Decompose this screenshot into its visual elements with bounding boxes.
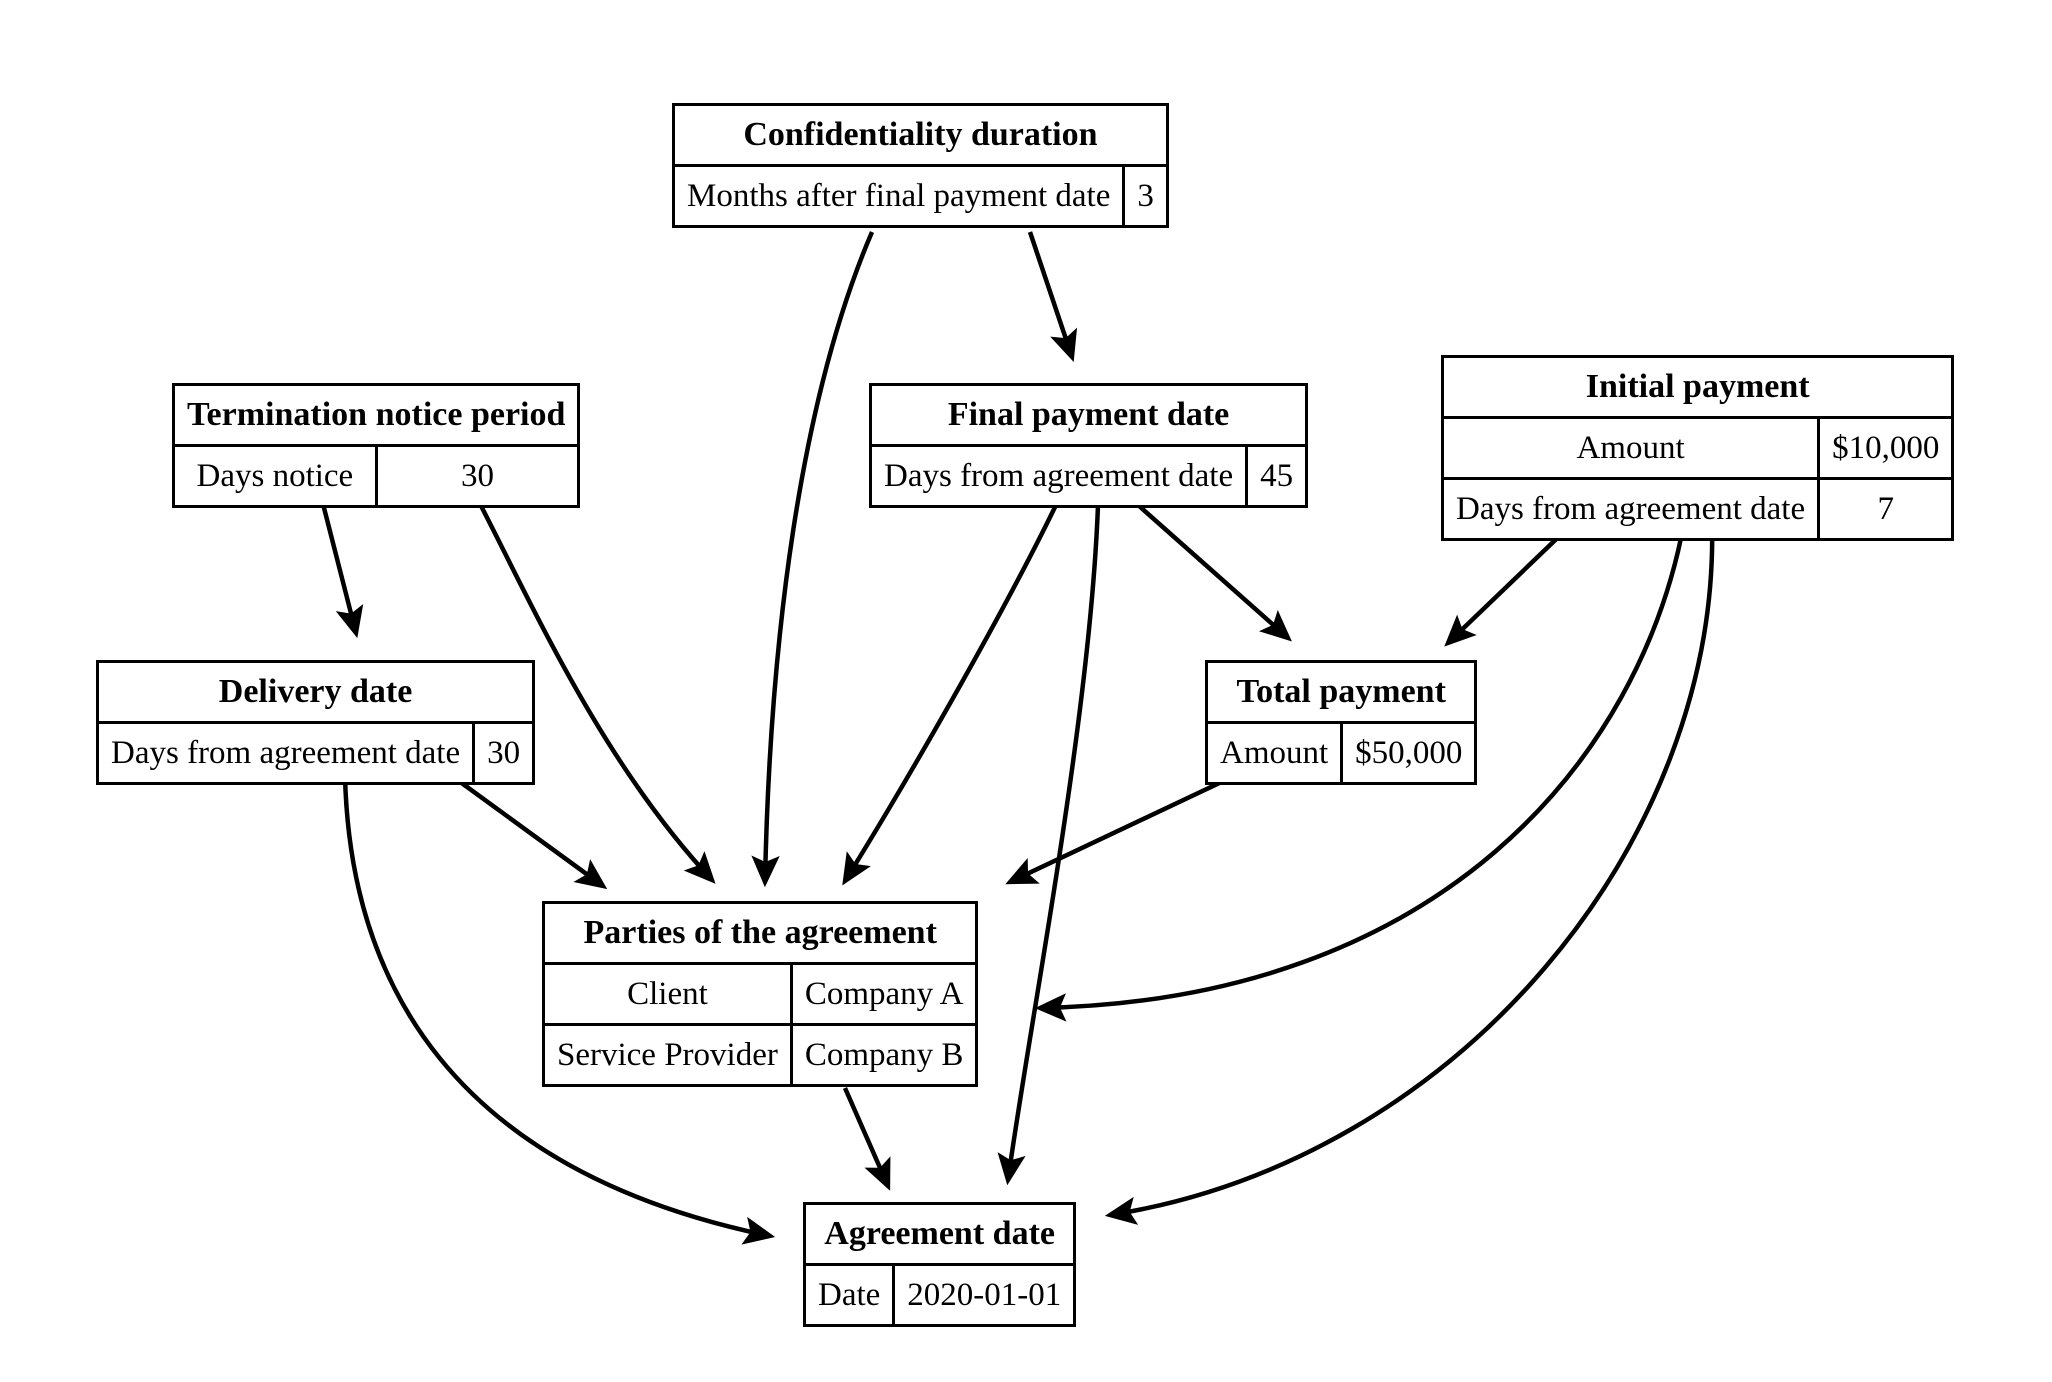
- edge-initial-payment-to-agreement-date: [1104, 522, 1715, 1225]
- row-key: Client: [543, 963, 793, 1025]
- table-row: Client Company A: [543, 963, 977, 1025]
- row-key: Service Provider: [543, 1023, 793, 1086]
- row-value: $50,000: [1341, 722, 1476, 784]
- table-row: Days notice 30: [173, 445, 579, 507]
- row-key: Days from agreement date: [97, 722, 476, 784]
- node-title: Delivery date: [97, 661, 534, 724]
- table-row: Date 2020-01-01: [804, 1264, 1075, 1326]
- row-value: Company A: [791, 963, 977, 1025]
- edge-termination-to-delivery: [319, 499, 364, 639]
- table-row: Days from agreement date 45: [870, 445, 1307, 507]
- edge-final-payment-to-parties: [842, 504, 1059, 886]
- edge-initial-payment-to-total-payment: [1444, 521, 1575, 647]
- row-value: 45: [1246, 445, 1307, 507]
- edge-delivery-to-parties: [450, 774, 608, 890]
- row-value: 30: [376, 445, 579, 507]
- row-value: 7: [1818, 477, 1953, 540]
- edge-final-payment-to-total-payment: [1136, 503, 1292, 642]
- edge-final-payment-to-agreement-date: [997, 504, 1101, 1186]
- node-title: Termination notice period: [173, 384, 579, 447]
- node-parties-of-the-agreement[interactable]: Parties of the agreement Client Company …: [542, 901, 979, 1087]
- table-row: Amount $10,000: [1442, 417, 1953, 479]
- row-value: Company B: [791, 1023, 977, 1086]
- node-title: Initial payment: [1442, 356, 1953, 419]
- row-value: 2020-01-01: [893, 1264, 1075, 1326]
- row-key: Amount: [1442, 417, 1821, 479]
- table-row: Service Provider Company B: [543, 1023, 977, 1086]
- table-row: Days from agreement date 30: [97, 722, 534, 784]
- node-title: Final payment date: [870, 384, 1307, 447]
- table-row: Amount $50,000: [1206, 722, 1476, 784]
- node-total-payment[interactable]: Total payment Amount $50,000: [1205, 660, 1478, 785]
- node-title: Total payment: [1206, 661, 1476, 724]
- table-row: Months after final payment date 3: [673, 165, 1168, 227]
- row-key: Months after final payment date: [673, 165, 1126, 227]
- node-title: Confidentiality duration: [673, 104, 1168, 167]
- edge-parties-to-agreement-date: [842, 1087, 891, 1191]
- node-initial-payment[interactable]: Initial payment Amount $10,000 Days from…: [1441, 355, 1955, 541]
- node-delivery-date[interactable]: Delivery date Days from agreement date 3…: [96, 660, 536, 785]
- row-key: Days from agreement date: [870, 445, 1249, 507]
- node-final-payment-date[interactable]: Final payment date Days from agreement d…: [869, 383, 1309, 508]
- row-value: $10,000: [1818, 417, 1953, 479]
- row-value: 3: [1123, 165, 1168, 227]
- edge-confidentiality-to-final-payment: [1027, 231, 1078, 362]
- row-key: Date: [804, 1264, 896, 1326]
- row-value: 30: [473, 722, 534, 784]
- row-key: Amount: [1206, 722, 1344, 784]
- node-confidentiality-duration[interactable]: Confidentiality duration Months after fi…: [672, 103, 1169, 228]
- node-agreement-date[interactable]: Agreement date Date 2020-01-01: [803, 1202, 1077, 1327]
- edge-total-payment-to-parties: [1005, 775, 1231, 885]
- row-key: Days notice: [173, 445, 378, 507]
- node-title: Agreement date: [804, 1203, 1075, 1266]
- row-key: Days from agreement date: [1442, 477, 1821, 540]
- table-row: Days from agreement date 7: [1442, 477, 1953, 540]
- node-termination-notice-period[interactable]: Termination notice period Days notice 30: [172, 383, 581, 508]
- edge-confidentiality-to-parties: [751, 231, 875, 888]
- node-title: Parties of the agreement: [543, 902, 977, 965]
